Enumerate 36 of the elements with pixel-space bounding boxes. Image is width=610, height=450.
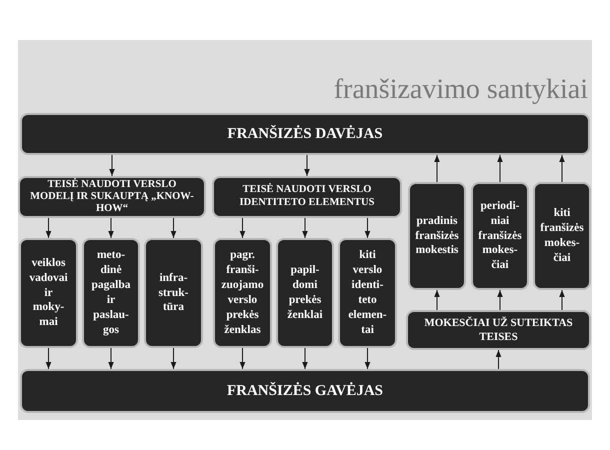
fee-box: kiti franšizės mokes- čiai	[533, 182, 591, 290]
arrow	[304, 154, 310, 176]
arrow	[559, 290, 565, 310]
arrow	[364, 218, 370, 238]
arrow	[302, 348, 308, 370]
diagram-title: franšizavimo santykiai	[334, 74, 588, 106]
service-box: veiklos vadovai ir moky- mai	[19, 238, 78, 348]
arrow	[108, 218, 114, 238]
service-box: meto- dinė pagalba ir paslau- gos	[82, 238, 140, 348]
arrow	[170, 218, 176, 238]
service-box: infra- struk- tūra	[144, 238, 203, 348]
arrow	[108, 348, 114, 370]
identity-box: kiti verslo identi- teto elemen- tai	[338, 238, 397, 348]
arrow	[497, 154, 503, 182]
arrow	[559, 154, 565, 182]
giver-bar: FRANŠIZĖS DAVĖJAS	[20, 113, 590, 155]
arrow	[434, 154, 440, 182]
arrow	[109, 154, 115, 176]
arrow	[240, 348, 246, 370]
identity-box: papil- domi prekės ženklai	[276, 238, 334, 348]
arrow	[364, 348, 370, 370]
fee-box: pradinis franšizės mokestis	[408, 182, 466, 290]
arrow	[240, 218, 246, 238]
identity-box: pagr. franši- zuojamo verslo prekės ženklas	[213, 238, 272, 348]
arrow	[302, 218, 308, 238]
rights-header-box: TEISĖ NAUDOTI VERSLO MODELĮ IR SUKAUPTĄ „KNOW-HOW“	[18, 176, 206, 218]
arrow	[46, 348, 52, 370]
fees-header-box: MOKESČIAI UŽ SUTEIKTAS TEISES	[406, 310, 591, 350]
arrow	[46, 218, 52, 238]
fee-box: periodi- niai franšizės mokes- čiai	[471, 182, 529, 290]
receiver-bar: FRANŠIZĖS GAVĖJAS	[20, 369, 590, 413]
arrow	[434, 290, 440, 310]
arrow	[497, 290, 503, 310]
rights-header-box: TEISĖ NAUDOTI VERSLO IDENTITETO ELEMENTUS	[212, 176, 402, 218]
arrow	[170, 348, 176, 370]
arrow	[496, 350, 502, 370]
